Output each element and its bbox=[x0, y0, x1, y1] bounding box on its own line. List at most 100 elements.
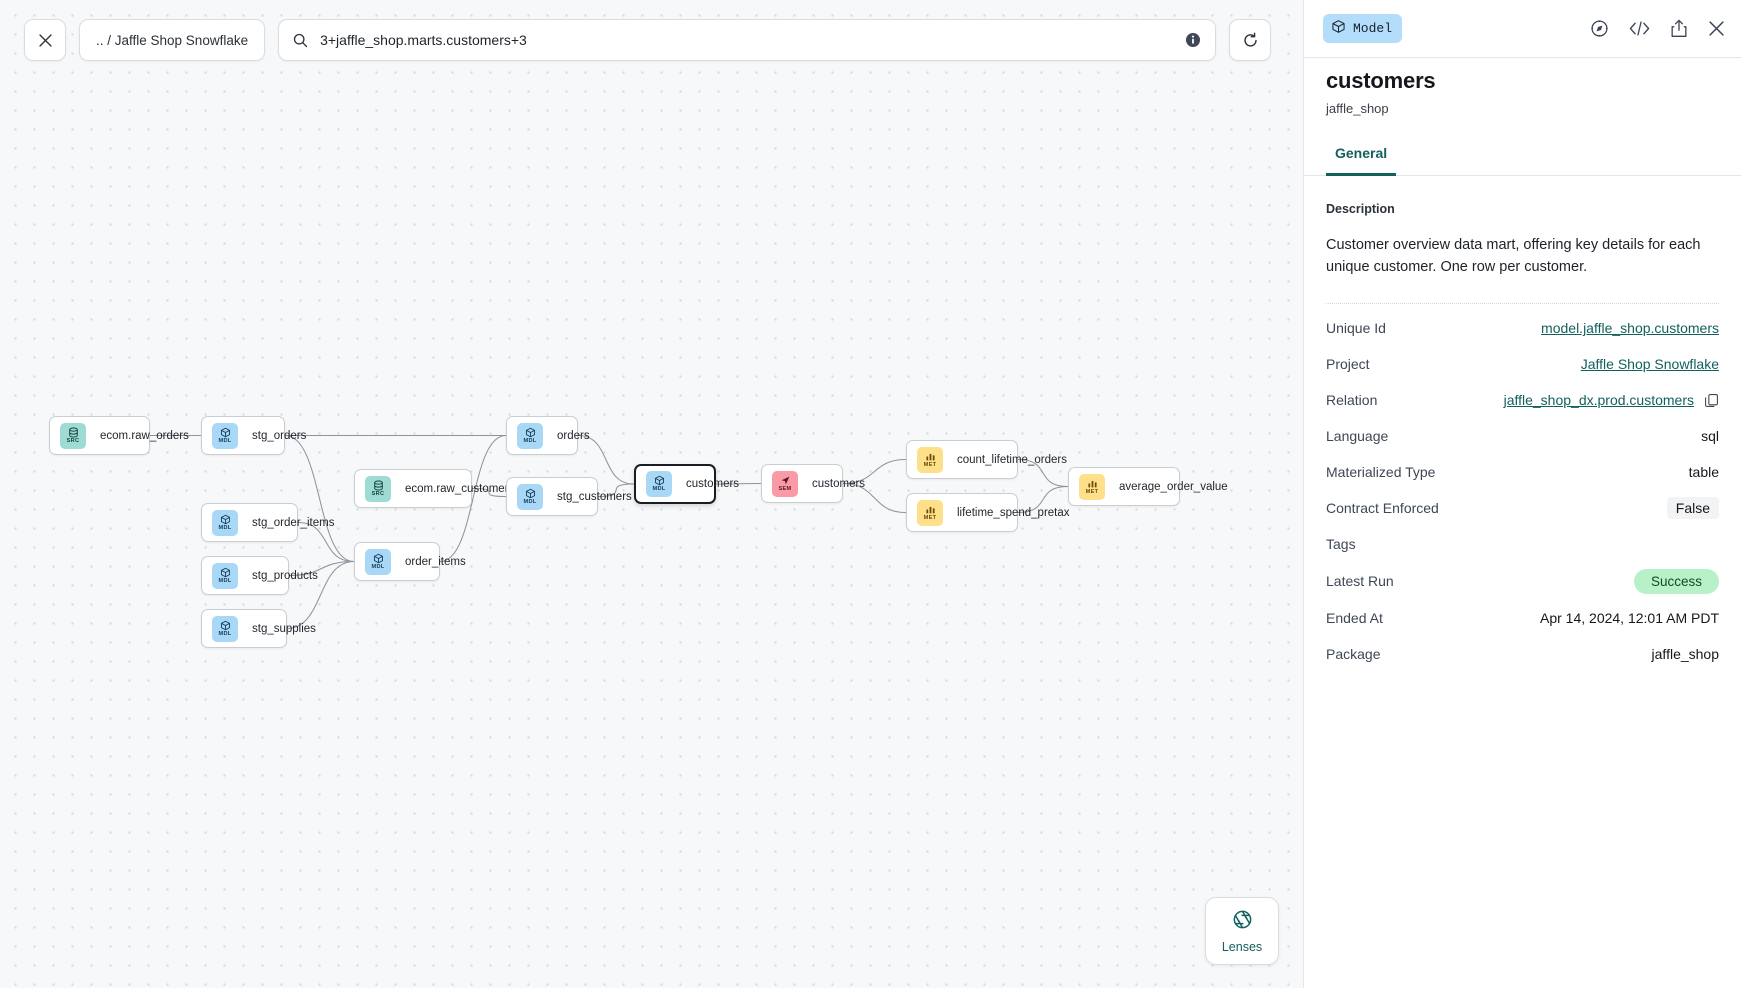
graph-node-label: stg_customers bbox=[557, 490, 632, 503]
relation-value-group: jaffle_shop_dx.prod.customers bbox=[1504, 392, 1719, 408]
panel-header: Model bbox=[1304, 0, 1741, 57]
resource-type-label: Model bbox=[1353, 21, 1393, 36]
property-key: Contract Enforced bbox=[1326, 500, 1439, 517]
search-icon bbox=[293, 33, 308, 48]
panel-body: Description Customer overview data mart,… bbox=[1304, 176, 1741, 988]
resource-type-chip[interactable]: Model bbox=[1323, 14, 1403, 43]
graph-node-label: stg_supplies bbox=[252, 622, 316, 635]
mdl-badge-icon: MDL bbox=[212, 615, 238, 642]
mdl-badge-icon: MDL bbox=[517, 483, 543, 510]
graph-node-label: order_items bbox=[405, 555, 466, 568]
property-row: Tags bbox=[1326, 520, 1719, 556]
aperture-icon bbox=[1232, 909, 1253, 935]
graph-node-label: average_order_value bbox=[1119, 480, 1228, 493]
property-row: Relation jaffle_shop_dx.prod.customers bbox=[1326, 376, 1719, 412]
graph-node-lifetime_spend_pretax[interactable]: MET lifetime_spend_pretax bbox=[906, 493, 1070, 532]
panel-title-block: customers jaffle_shop bbox=[1304, 58, 1741, 116]
graph-node-label: customers bbox=[812, 477, 866, 490]
graph-node-label: stg_orders bbox=[252, 429, 307, 442]
property-value: jaffle_shop bbox=[1651, 646, 1719, 663]
close-lineage-button[interactable] bbox=[24, 19, 66, 61]
copy-icon[interactable] bbox=[1704, 393, 1719, 408]
description-label: Description bbox=[1326, 202, 1395, 216]
graph-node-order_items[interactable]: MDL order_items bbox=[354, 542, 466, 581]
graph-edge bbox=[284, 434, 355, 563]
graph-node-ecom_raw_orders[interactable]: SRC ecom.raw_orders bbox=[49, 416, 189, 455]
graph-node-customers_mdl[interactable]: MDL customers bbox=[634, 464, 739, 504]
property-value: Apr 14, 2024, 12:01 AM PDT bbox=[1540, 610, 1719, 627]
property-value-link[interactable]: jaffle_shop_dx.prod.customers bbox=[1503, 392, 1694, 409]
met-badge-icon: MET bbox=[917, 499, 943, 526]
close-icon bbox=[38, 33, 52, 47]
graph-node-label: ecom.raw_orders bbox=[100, 429, 189, 442]
graph-node-label: stg_products bbox=[252, 569, 318, 582]
panel-header-divider bbox=[1304, 57, 1741, 58]
code-icon[interactable] bbox=[1629, 20, 1650, 37]
graph-node-stg_customers[interactable]: MDL stg_customers bbox=[506, 477, 632, 516]
property-key: Ended At bbox=[1326, 610, 1383, 627]
graph-node-orders[interactable]: MDL orders bbox=[506, 416, 590, 455]
run-status-badge[interactable]: Success bbox=[1633, 568, 1719, 594]
mdl-badge-icon: MDL bbox=[517, 422, 543, 449]
graph-node-label: customers bbox=[686, 478, 740, 490]
mdl-badge-icon: MDL bbox=[365, 548, 391, 575]
cube-icon bbox=[1331, 19, 1346, 38]
property-value-link[interactable]: model.jaffle_shop.customers bbox=[1541, 320, 1719, 337]
canvas-toolbar: .. / Jaffle Shop Snowflake 3+jaffle_shop… bbox=[24, 19, 1272, 61]
section-divider bbox=[1326, 302, 1719, 304]
mdl-badge-icon: MDL bbox=[212, 509, 238, 536]
description-text: Customer overview data mart, offering ke… bbox=[1326, 237, 1701, 276]
graph-node-label: orders bbox=[557, 429, 590, 442]
graph-node-label: count_lifetime_orders bbox=[957, 453, 1067, 466]
graph-node-average_order_value[interactable]: MET average_order_value bbox=[1068, 467, 1228, 506]
share-icon[interactable] bbox=[1670, 19, 1688, 38]
property-key: Language bbox=[1326, 428, 1389, 445]
property-row: Language sql bbox=[1326, 412, 1719, 448]
property-value: sql bbox=[1701, 428, 1719, 445]
graph-node-count_lifetime_orders[interactable]: MET count_lifetime_orders bbox=[906, 440, 1067, 479]
breadcrumb-button[interactable]: .. / Jaffle Shop Snowflake bbox=[79, 19, 266, 61]
graph-node-stg_supplies[interactable]: MDL stg_supplies bbox=[201, 609, 316, 648]
lineage-canvas[interactable]: .. / Jaffle Shop Snowflake 3+jaffle_shop… bbox=[0, 0, 1303, 988]
property-row: Package jaffle_shop bbox=[1326, 630, 1719, 666]
sem-badge-icon: SEM bbox=[772, 470, 798, 497]
search-input[interactable]: 3+jaffle_shop.marts.customers+3 bbox=[278, 19, 1217, 61]
property-key: Relation bbox=[1326, 392, 1378, 409]
met-badge-icon: MET bbox=[1079, 473, 1105, 500]
close-panel-icon[interactable] bbox=[1708, 20, 1725, 37]
property-key: Package bbox=[1326, 646, 1381, 663]
search-value: 3+jaffle_shop.marts.customers+3 bbox=[320, 32, 527, 48]
src-badge-icon: SRC bbox=[60, 422, 86, 449]
mdl-badge-icon: MDL bbox=[646, 471, 672, 497]
property-key: Project bbox=[1326, 356, 1370, 373]
met-badge-icon: MET bbox=[917, 446, 943, 473]
graph-node-customers_sem[interactable]: SEM customers bbox=[761, 464, 865, 503]
graph-node-stg_order_items[interactable]: MDL stg_order_items bbox=[201, 503, 334, 542]
graph-node-label: lifetime_spend_pretax bbox=[957, 506, 1070, 519]
page-title: customers bbox=[1326, 68, 1436, 93]
refresh-button[interactable] bbox=[1229, 19, 1272, 61]
compass-icon[interactable] bbox=[1590, 19, 1609, 38]
property-value-link[interactable]: Jaffle Shop Snowflake bbox=[1580, 356, 1719, 373]
tab-general[interactable]: General bbox=[1326, 145, 1397, 176]
property-row: Project Jaffle Shop Snowflake bbox=[1326, 340, 1719, 376]
breadcrumb: .. / Jaffle Shop Snowflake bbox=[96, 32, 249, 48]
graph-node-stg_orders[interactable]: MDL stg_orders bbox=[201, 416, 306, 455]
src-badge-icon: SRC bbox=[365, 475, 391, 502]
property-value: table bbox=[1688, 464, 1719, 481]
info-icon[interactable] bbox=[1185, 32, 1201, 48]
property-key: Tags bbox=[1326, 536, 1356, 553]
mdl-badge-icon: MDL bbox=[212, 422, 238, 449]
graph-node-label: stg_order_items bbox=[252, 516, 335, 529]
refresh-icon bbox=[1243, 32, 1257, 47]
graph-node-stg_products[interactable]: MDL stg_products bbox=[201, 556, 318, 595]
mdl-badge-icon: MDL bbox=[212, 562, 238, 589]
panel-tabs: General bbox=[1304, 145, 1741, 176]
lenses-button[interactable]: Lenses bbox=[1205, 897, 1279, 965]
